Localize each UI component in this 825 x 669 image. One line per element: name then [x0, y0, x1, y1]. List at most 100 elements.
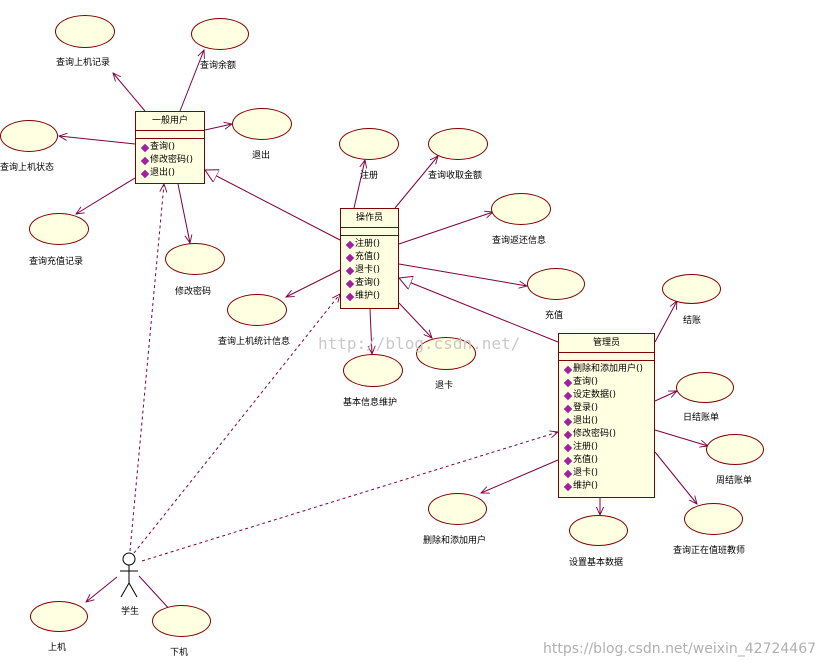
operation-icon	[563, 404, 573, 413]
label-query-recharge-records: 查询充值记录	[29, 257, 84, 267]
generalization-operator-general	[205, 170, 341, 241]
label-return-card: 退卡	[435, 381, 454, 391]
operation-item: 删除和添加用户()	[563, 363, 654, 376]
class-admin-operations: 删除和添加用户() 查询() 设定数据() 登录() 退出() 修改密码() 注…	[559, 361, 654, 495]
class-admin-name: 管理员	[559, 334, 654, 353]
use-case-exit[interactable]	[232, 108, 292, 140]
assoc-general-exit	[204, 124, 232, 131]
label-settle-accounts: 结账	[683, 316, 702, 326]
actor-student-figure	[120, 552, 138, 598]
assoc-operator-register	[353, 160, 365, 209]
use-case-change-password[interactable]	[165, 243, 225, 275]
assoc-operator-query-statistics	[286, 269, 341, 297]
use-case-query-collected-amount[interactable]	[428, 128, 488, 160]
operation-icon	[140, 169, 150, 178]
label-recharge: 充值	[545, 311, 564, 321]
operation-item: 注册()	[345, 238, 398, 251]
operation-item: 充值()	[345, 251, 398, 264]
use-case-query-refund-info[interactable]	[491, 193, 551, 225]
use-case-query-recharge-records[interactable]	[29, 213, 89, 245]
class-admin[interactable]: 管理员 删除和添加用户() 查询() 设定数据() 登录() 退出() 修改密码…	[558, 333, 655, 498]
class-operator-attributes	[341, 228, 398, 236]
operation-item: 退出()	[140, 167, 204, 180]
operation-icon	[345, 292, 355, 301]
label-query-login-status: 查询上机状态	[0, 163, 55, 173]
class-general-user-attributes	[136, 131, 204, 139]
label-query-balance: 查询余额	[200, 61, 237, 71]
class-operator[interactable]: 操作员 注册() 充值() 退卡() 查询() 维护()	[340, 208, 399, 309]
label-weekly-statement: 周结账单	[716, 476, 753, 486]
use-case-query-login-status[interactable]	[0, 120, 58, 152]
label-query-collected-amount: 查询收取金额	[428, 171, 483, 181]
assoc-general-change-password	[177, 183, 190, 243]
blog-url-watermark: http://blog.csdn.net/	[318, 334, 521, 353]
operation-icon	[345, 240, 355, 249]
operation-item: 充值()	[563, 454, 654, 467]
label-basic-info-maintenance: 基本信息维护	[343, 398, 398, 408]
use-case-register[interactable]	[339, 128, 399, 160]
use-case-log-on[interactable]	[30, 601, 88, 632]
class-operator-name: 操作员	[341, 209, 398, 228]
label-log-off: 下机	[170, 648, 189, 658]
operation-icon	[345, 266, 355, 275]
assoc-operator-query-collected	[394, 156, 438, 209]
assoc-admin-delete-add-users	[481, 459, 559, 493]
assoc-admin-weekly-statement	[654, 429, 708, 446]
label-register: 注册	[360, 171, 379, 181]
label-query-login-records: 查询上机记录	[56, 58, 111, 68]
class-admin-attributes	[559, 353, 654, 361]
assoc-operator-query-refund	[398, 212, 493, 245]
use-case-weekly-statement[interactable]	[706, 434, 764, 465]
operation-item: 退卡()	[345, 264, 398, 277]
label-query-refund-info: 查询返还信息	[492, 236, 547, 246]
assoc-operator-return-card	[398, 302, 432, 338]
use-case-query-login-statistics[interactable]	[227, 294, 287, 326]
operation-item: 注册()	[563, 441, 654, 454]
dependency-student-general	[129, 184, 164, 552]
label-delete-add-users: 删除和添加用户	[423, 536, 487, 546]
use-case-query-balance[interactable]	[191, 18, 249, 50]
use-case-query-login-records[interactable]	[55, 15, 115, 48]
use-case-delete-add-users[interactable]	[428, 493, 487, 525]
use-case-log-off[interactable]	[152, 605, 211, 637]
operation-item: 设定数据()	[563, 389, 654, 402]
use-case-set-basic-data[interactable]	[569, 515, 628, 546]
assoc-operator-basic-info	[370, 308, 372, 354]
use-case-settle-accounts[interactable]	[662, 274, 721, 304]
class-general-user[interactable]: 一般用户 查询() 修改密码() 退出()	[135, 111, 205, 184]
label-log-on: 上机	[48, 643, 67, 653]
generalization-admin-operator	[399, 278, 559, 343]
label-exit: 退出	[252, 151, 271, 161]
operation-icon	[563, 391, 573, 400]
assoc-admin-settle	[654, 301, 677, 343]
operation-item: 修改密码()	[563, 428, 654, 441]
use-case-query-on-duty-teacher[interactable]	[684, 503, 743, 535]
operation-item: 退出()	[563, 415, 654, 428]
assoc-admin-query-teacher	[654, 451, 697, 504]
operation-icon	[563, 378, 573, 387]
class-general-user-operations: 查询() 修改密码() 退出()	[136, 139, 204, 182]
use-case-return-card[interactable]	[416, 337, 476, 370]
operation-item: 查询()	[140, 141, 204, 154]
operation-icon	[140, 143, 150, 152]
source-url-watermark: https://blog.csdn.net/weixin_42724467	[543, 641, 817, 657]
operation-icon	[563, 365, 573, 374]
label-daily-statement: 日结账单	[683, 413, 720, 423]
use-case-daily-statement[interactable]	[676, 372, 734, 403]
operation-icon	[140, 156, 150, 165]
operation-icon	[563, 456, 573, 465]
assoc-general-query-login-status	[59, 136, 136, 145]
assoc-general-query-login-records	[113, 73, 146, 112]
assoc-admin-daily-statement	[654, 391, 677, 402]
use-case-basic-info-maintenance[interactable]	[343, 354, 403, 387]
actor-student-label: 学生	[121, 607, 140, 617]
dependency-student-admin	[141, 432, 558, 562]
operation-icon	[563, 469, 573, 478]
operation-icon	[563, 482, 573, 491]
operation-item: 查询()	[345, 277, 398, 290]
operation-item: 维护()	[563, 480, 654, 493]
assoc-general-query-balance	[179, 50, 204, 112]
dependency-student-operator	[133, 294, 340, 554]
use-case-recharge[interactable]	[527, 268, 585, 300]
